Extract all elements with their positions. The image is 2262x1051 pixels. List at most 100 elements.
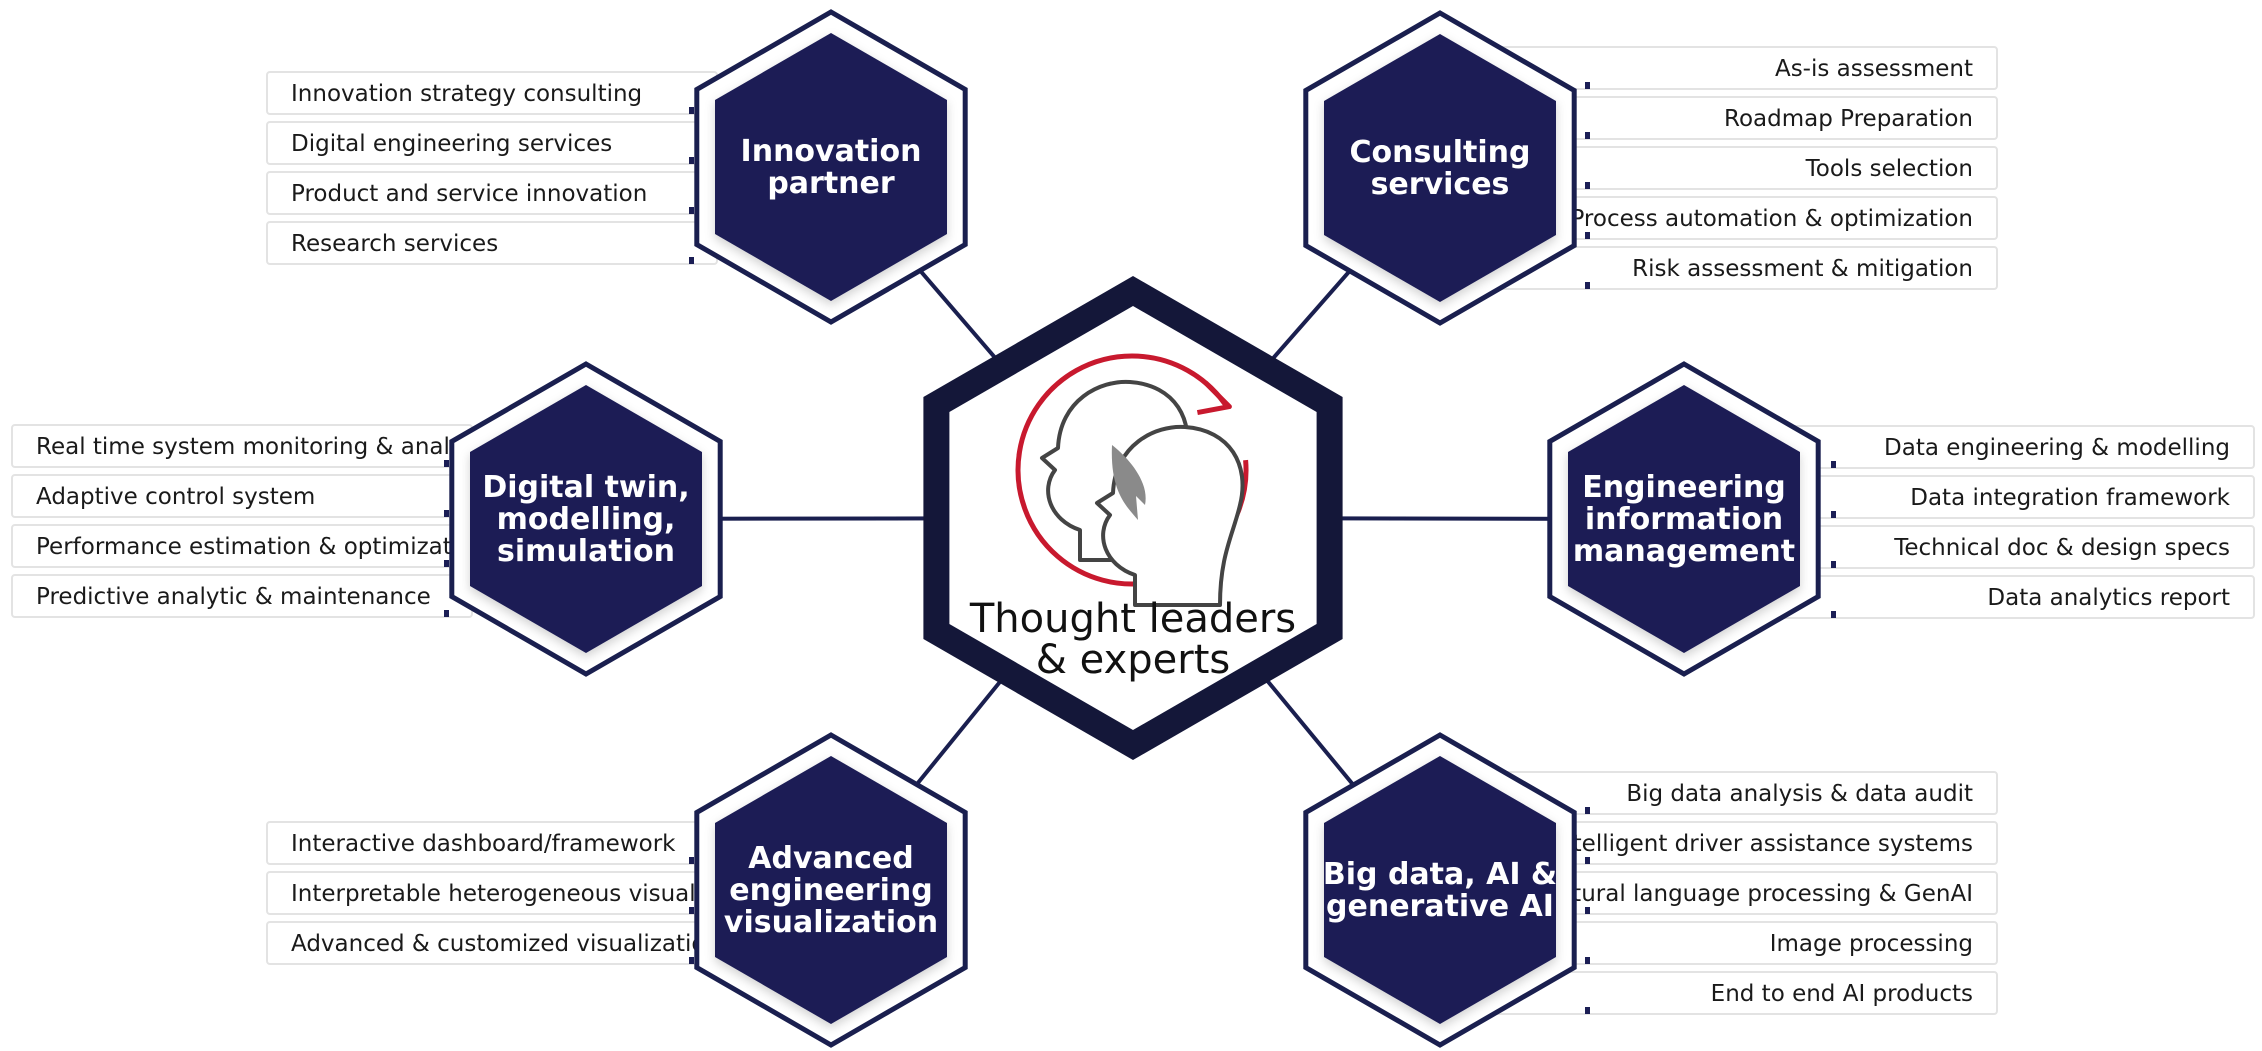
- item-label: Natural language processing & GenAI: [1541, 881, 1973, 907]
- connector-tick: [689, 857, 694, 864]
- list-item: Product and service innovation: [266, 171, 718, 215]
- connector-tick: [1831, 461, 1836, 468]
- item-list-big-data-ai: Big data analysis & data auditIntelligen…: [1479, 771, 1998, 1015]
- item-label: Research services: [291, 231, 498, 257]
- hex-fill: [715, 756, 947, 1024]
- list-item: Adaptive control system: [11, 474, 473, 518]
- list-item: Research services: [266, 221, 718, 265]
- item-label: Image processing: [1770, 931, 1973, 957]
- item-label: Roadmap Preparation: [1724, 106, 1973, 132]
- hex-title-line: information: [1585, 502, 1783, 537]
- connector-tick: [689, 207, 694, 214]
- item-label: Tools selection: [1805, 156, 1973, 182]
- connector-tick: [1585, 282, 1590, 289]
- item-label: Advanced & customized visualizations: [291, 931, 732, 957]
- list-item: Predictive analytic & maintenance: [11, 574, 473, 618]
- hex-fill: [470, 385, 702, 653]
- item-label: Interactive dashboard/framework: [291, 831, 676, 857]
- connector-tick: [689, 957, 694, 964]
- item-label: Interpretable heterogeneous visualizatio…: [291, 881, 772, 907]
- list-item: Interpretable heterogeneous visualizatio…: [266, 871, 772, 915]
- connector-tick: [1585, 232, 1590, 239]
- item-list-advanced-engineering-visualization: Interactive dashboard/frameworkInterpret…: [266, 821, 772, 965]
- list-item: Interactive dashboard/framework: [266, 821, 718, 865]
- hex-fill: [1324, 34, 1556, 302]
- cycle-arrowhead: [1196, 380, 1232, 416]
- hex-title-line: engineering: [729, 873, 932, 908]
- hex-title-line: Innovation: [741, 134, 922, 169]
- item-label: Predictive analytic & maintenance: [36, 584, 431, 610]
- item-label: Intelligent driver assistance systems: [1551, 831, 1973, 857]
- hex-title-line: visualization: [724, 905, 938, 940]
- item-label: Real time system monitoring & analysis: [36, 434, 494, 460]
- list-item: Big data analysis & data audit: [1479, 771, 1998, 815]
- hex-title-line: modelling,: [497, 502, 676, 537]
- hex-node-big-data-ai: Big data, AI &generative AI: [1303, 732, 1577, 1048]
- connector-tick: [1585, 907, 1590, 914]
- list-item: Risk assessment & mitigation: [1479, 246, 1998, 290]
- connector-tick: [689, 157, 694, 164]
- connector-tick: [1831, 561, 1836, 568]
- hex-fill: [715, 33, 947, 301]
- item-label: Performance estimation & optimization: [36, 534, 487, 560]
- hex-fill: [1568, 385, 1800, 653]
- item-label: Data analytics report: [1987, 585, 2230, 611]
- connector-tick: [444, 610, 449, 617]
- connector-tick: [689, 107, 694, 114]
- connector-tick: [1585, 857, 1590, 864]
- hex-title-line: services: [1371, 167, 1510, 202]
- center-hub: Thought leaders& experts: [923, 276, 1343, 760]
- head-overlap: [1111, 445, 1146, 520]
- connector-tick: [1585, 1007, 1590, 1014]
- hex-node-digital-twin: Digital twin,modelling,simulation: [449, 361, 723, 677]
- center-subtitle: & experts: [1036, 637, 1230, 683]
- connector-tick: [444, 460, 449, 467]
- item-label: End to end AI products: [1711, 981, 1973, 1007]
- item-label: Innovation strategy consulting: [291, 81, 642, 107]
- hex-title-line: partner: [767, 166, 895, 201]
- list-item: Performance estimation & optimization: [11, 524, 487, 568]
- list-item: Innovation strategy consulting: [266, 71, 718, 115]
- list-item: As-is assessment: [1479, 46, 1998, 90]
- item-label: Digital engineering services: [291, 131, 612, 157]
- connector-tick: [1831, 611, 1836, 618]
- item-label: Process automation & optimization: [1570, 206, 1973, 232]
- hex-title-line: Advanced: [748, 841, 913, 876]
- connector-tick: [1585, 182, 1590, 189]
- item-label: Risk assessment & mitigation: [1632, 256, 1973, 282]
- two-heads-cycle-icon: [1015, 353, 1249, 607]
- hex-title-line: Consulting: [1350, 135, 1531, 170]
- item-label: Big data analysis & data audit: [1626, 781, 1973, 807]
- list-item: Data engineering & modelling: [1725, 425, 2255, 469]
- list-item: Digital engineering services: [266, 121, 718, 165]
- connector-tick: [1585, 82, 1590, 89]
- connector-tick: [689, 907, 694, 914]
- list-item: Advanced & customized visualizations: [266, 921, 732, 965]
- list-item: Image processing: [1479, 921, 1998, 965]
- hex-title-line: generative AI: [1326, 889, 1554, 924]
- item-label: Technical doc & design specs: [1893, 535, 2230, 561]
- list-item: Roadmap Preparation: [1479, 96, 1998, 140]
- list-item: Real time system monitoring & analysis: [11, 424, 494, 468]
- list-item: Process automation & optimization: [1479, 196, 1998, 240]
- list-item: End to end AI products: [1479, 971, 1998, 1015]
- item-list-digital-twin: Real time system monitoring & analysisAd…: [11, 424, 494, 618]
- list-item: Data integration framework: [1725, 475, 2255, 519]
- hex-title-line: simulation: [497, 534, 675, 569]
- connector-tick: [689, 257, 694, 264]
- item-label: Adaptive control system: [36, 484, 315, 510]
- connector-tick: [1585, 957, 1590, 964]
- list-item: Technical doc & design specs: [1725, 525, 2255, 569]
- item-label: Product and service innovation: [291, 181, 647, 207]
- hex-fill: [1324, 756, 1556, 1024]
- item-label: Data engineering & modelling: [1884, 435, 2230, 461]
- hex-title-line: Big data, AI &: [1323, 857, 1557, 892]
